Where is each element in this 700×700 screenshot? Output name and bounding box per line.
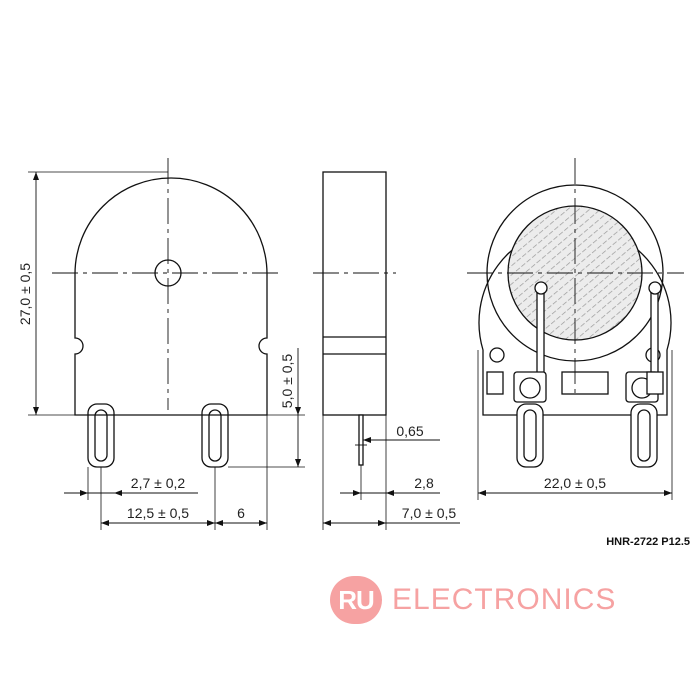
dim-body-width: 22,0 ± 0,5 <box>544 475 606 491</box>
side-pin <box>358 414 364 466</box>
dim-pin-width: 2,7 ± 0,2 <box>131 475 186 491</box>
dim-pin-position: 2,8 <box>414 475 434 491</box>
front-pin-right-inner <box>208 409 222 462</box>
dim-body-depth: 7,0 ± 0,5 <box>402 505 457 521</box>
front-view <box>28 158 305 530</box>
rear-view <box>467 158 684 500</box>
front-pin-right <box>201 403 229 468</box>
model-code: HNR-2722 P12.5 <box>606 536 690 548</box>
watermark-text: ELECTRONICS <box>392 583 617 616</box>
front-body-outline <box>74 177 268 416</box>
rear-left-notch <box>489 347 505 363</box>
dim-pin-thickness: 0,65 <box>396 423 423 439</box>
side-view <box>313 171 460 530</box>
front-pin-left <box>87 403 115 468</box>
side-body-outline <box>322 171 387 416</box>
rear-pin-left <box>516 403 544 468</box>
dim-pin-pitch: 12,5 ± 0,5 <box>127 505 189 521</box>
dim-pin-length: 5,0 ± 0,5 <box>279 354 295 409</box>
dim-height-total: 27,0 ± 0,5 <box>17 263 33 325</box>
rear-pin-right <box>630 403 658 468</box>
watermark-logo: RU ELECTRONICS <box>330 576 616 624</box>
dim-pin-offset: 6 <box>237 505 245 521</box>
watermark-badge: RU <box>330 576 382 624</box>
front-pin-left-inner <box>94 409 108 462</box>
